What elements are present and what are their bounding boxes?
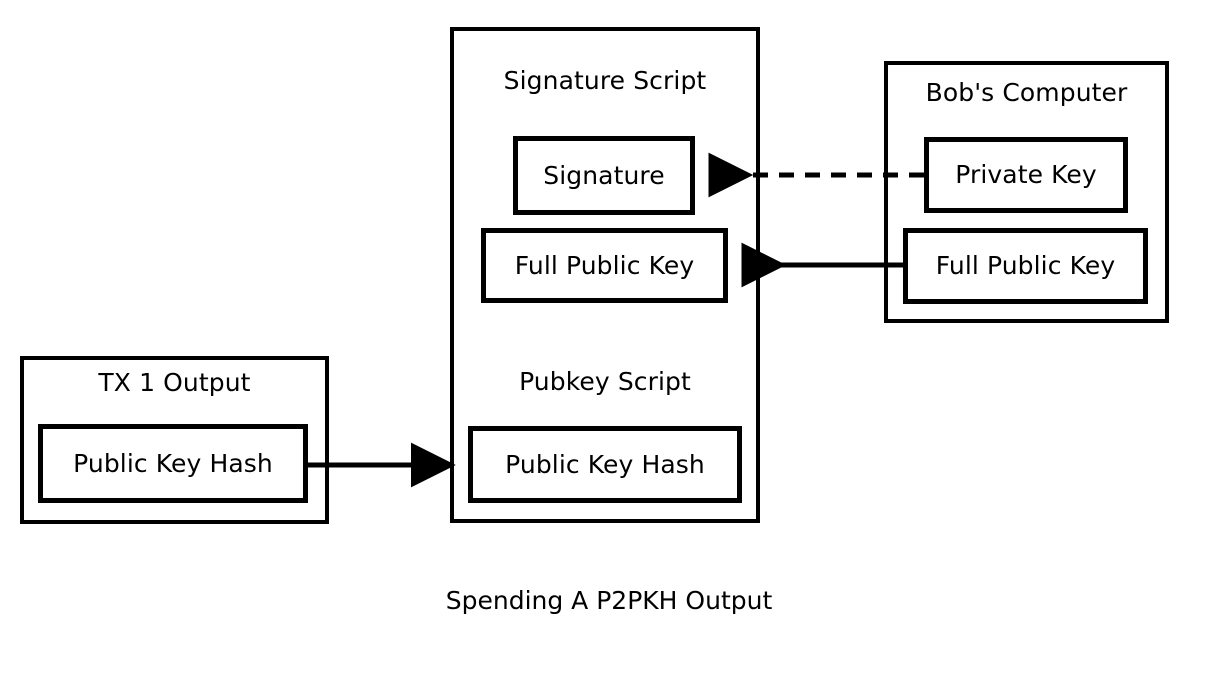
node-public-key-hash-tx1[interactable]: Public Key Hash xyxy=(38,424,308,503)
node-public-key-hash-pubkey-script-label: Public Key Hash xyxy=(505,449,705,479)
group-label-bobs-computer: Bob's Computer xyxy=(925,78,1128,107)
node-full-public-key-bob[interactable]: Full Public Key xyxy=(903,228,1148,304)
node-signature[interactable]: Signature xyxy=(513,136,695,215)
node-full-public-key-script-label: Full Public Key xyxy=(514,250,695,280)
node-public-key-hash-tx1-label: Public Key Hash xyxy=(73,448,273,478)
node-signature-label: Signature xyxy=(543,160,665,190)
group-label-pubkey-script: Pubkey Script xyxy=(519,367,691,396)
node-public-key-hash-pubkey-script[interactable]: Public Key Hash xyxy=(468,426,742,503)
node-private-key-label: Private Key xyxy=(955,160,1097,189)
node-private-key[interactable]: Private Key xyxy=(924,137,1128,213)
group-label-signature-script: Signature Script xyxy=(503,66,707,95)
group-label-tx-1-output: TX 1 Output xyxy=(98,368,251,397)
diagram-caption: Spending A P2PKH Output xyxy=(445,586,773,615)
node-full-public-key-bob-label: Full Public Key xyxy=(935,251,1116,280)
node-full-public-key-script[interactable]: Full Public Key xyxy=(481,228,728,303)
